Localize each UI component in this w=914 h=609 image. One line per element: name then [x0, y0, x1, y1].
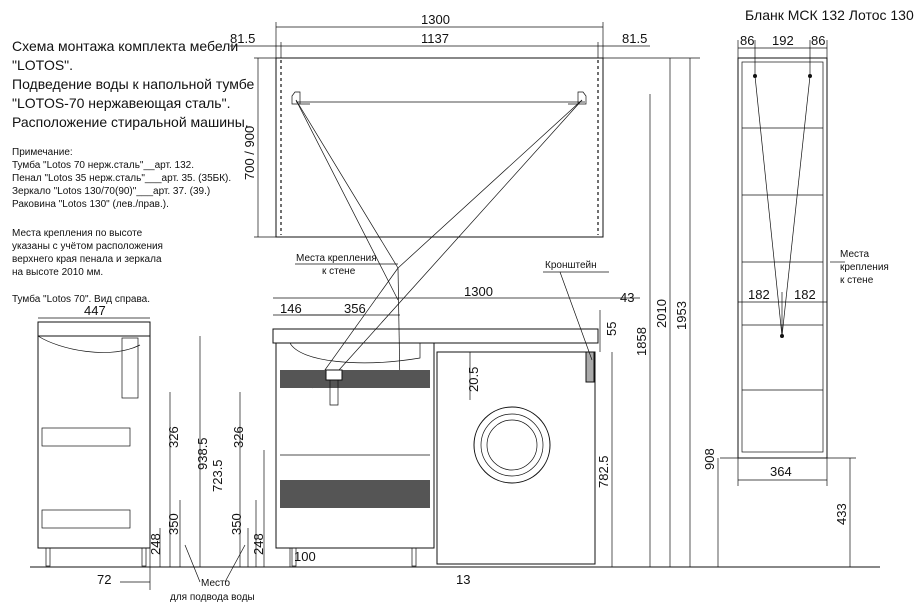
- dim-pen-left: 86: [740, 33, 754, 48]
- notes-item: Зеркало "Lotos 130/70(90)"___арт. 37. (3…: [12, 186, 211, 197]
- dim-mirror-inner: 1137: [421, 31, 449, 46]
- dim-total-h: 2010: [654, 299, 669, 328]
- mirror-hook-right: [568, 91, 587, 105]
- notes-item: Тумба "Lotos 70 нерж.сталь"__арт. 132.: [12, 160, 194, 171]
- dim-pen-shelf-right: 182: [794, 287, 816, 302]
- label-cabinet-mount-3: к стене: [840, 275, 874, 286]
- mount-note: Места крепления по высоте указаны с учёт…: [12, 227, 163, 279]
- annotation-labels: Места крепления к стене Кронштейн Места …: [170, 249, 889, 603]
- countertop: [272, 328, 599, 344]
- side-sink: [37, 335, 141, 353]
- dim-counter: 1300: [464, 284, 493, 299]
- dim-pen-mid: 192: [772, 33, 794, 48]
- drawer-band: [280, 480, 430, 508]
- dim-bracket-h: 1858: [634, 327, 649, 356]
- side-siphon: [121, 337, 139, 399]
- vanity-leg: [411, 547, 417, 567]
- side-view-label: Тумба "Lotos 70". Вид справа.: [12, 294, 151, 305]
- dim-pen-floor: 433: [834, 503, 849, 525]
- dim-gap-13: 13: [456, 572, 470, 587]
- dim-side-326: 326: [166, 426, 181, 448]
- tall-cabinet: [717, 40, 856, 567]
- drain-pipe: [329, 380, 339, 406]
- mount-note-line: указаны с учётом расположения: [12, 241, 163, 252]
- side-leg: [45, 547, 51, 567]
- intro-line: "LOTOS-70 нержавеющая сталь".: [12, 95, 231, 111]
- label-cabinet-mount: Места: [840, 249, 869, 260]
- siphon: [325, 369, 343, 381]
- dim-machine-h: 782.5: [596, 455, 611, 488]
- intro-line: Подведение воды к напольной тумбе: [12, 76, 255, 92]
- side-drawer: [41, 509, 131, 529]
- notes-block: Примечание: Тумба "Lotos 70 нерж.сталь"_…: [12, 146, 231, 211]
- dim-pen-shelf-left: 182: [748, 287, 770, 302]
- side-leg: [141, 547, 147, 567]
- dim-tap: 356: [344, 301, 366, 316]
- sink-bowl: [289, 342, 421, 364]
- dim-leg: 100: [294, 549, 316, 564]
- intro-line: Расположение стиральной машины.: [12, 114, 249, 130]
- dim-pen-base: 908: [702, 448, 717, 470]
- intro-line: "LOTOS".: [12, 57, 74, 73]
- dim-mirror-total: 1300: [421, 12, 450, 27]
- notes-title: Примечание:: [12, 147, 73, 158]
- notes-item: Пенал "Lotos 35 нерж.сталь"___арт. 35. (…: [12, 173, 232, 184]
- drawer-band: [280, 370, 430, 388]
- mount-note-line: Места крепления по высоте: [12, 228, 143, 239]
- dim-front-350: 350: [229, 513, 244, 535]
- mount-diagonals: [295, 99, 583, 389]
- dimension-labels: 1300 1137 81.5 81.5 700 / 900 86 192 86 …: [84, 12, 849, 587]
- side-drawer: [41, 427, 131, 447]
- side-view: [30, 317, 880, 590]
- vanity-leg: [291, 547, 297, 567]
- bracket-shape: [585, 351, 595, 383]
- intro-text: Схема монтажа комплекта мебели "LOTOS". …: [12, 37, 254, 132]
- label-bracket: Кронштейн: [545, 260, 597, 271]
- dim-mirror-height: 700 / 900: [242, 126, 257, 180]
- mirror: [230, 22, 650, 238]
- mount-note-line: на высоте 2010 мм.: [12, 267, 104, 278]
- dim-pen-width: 364: [770, 464, 792, 479]
- dim-counter-thk: 55: [604, 322, 619, 336]
- side-countertop: [37, 321, 151, 337]
- notes-item: Раковина "Lotos 130" (лев./прав.).: [12, 199, 169, 210]
- dim-pen-top: 1953: [674, 301, 689, 330]
- dim-top-offset: 146: [280, 301, 302, 316]
- mirror-hook-left: [291, 91, 310, 105]
- dim-mirror-right: 81.5: [622, 31, 647, 46]
- label-wall-mount-2: к стене: [322, 266, 356, 277]
- dim-side-depth: 447: [84, 303, 106, 318]
- cabinet-body: [737, 57, 828, 459]
- mirror-frame: [275, 57, 604, 238]
- mount-note-line: верхнего края пенала и зеркала: [12, 254, 162, 265]
- dim-front-248: 248: [251, 533, 266, 555]
- dim-gap: 20.5: [466, 367, 481, 392]
- dim-side-248: 248: [148, 533, 163, 555]
- front-view: [239, 57, 700, 568]
- dim-front-7235: 723.5: [210, 459, 225, 492]
- label-cabinet-mount-2: крепления: [840, 262, 889, 273]
- dim-mirror-left: 81.5: [230, 31, 255, 46]
- dim-side-350: 350: [166, 513, 181, 535]
- label-water: Место: [201, 578, 230, 589]
- label-water-2: для подвода воды: [170, 592, 255, 603]
- vanity-body: [275, 342, 435, 549]
- machine-door: [473, 406, 551, 484]
- dim-overhang: 43: [620, 290, 634, 305]
- form-title: Бланк МСК 132 Лотос 130: [745, 7, 914, 23]
- dim-side-9385: 938.5: [195, 437, 210, 470]
- bracket-leader: [559, 271, 593, 361]
- side-body: [37, 335, 151, 549]
- dim-side-72: 72: [97, 572, 111, 587]
- dim-pen-right: 86: [811, 33, 825, 48]
- washing-machine: [436, 351, 596, 565]
- dim-front-326: 326: [231, 426, 246, 448]
- label-wall-mount: Места крепления: [296, 253, 377, 264]
- intro-line: Схема монтажа комплекта мебели: [12, 38, 239, 54]
